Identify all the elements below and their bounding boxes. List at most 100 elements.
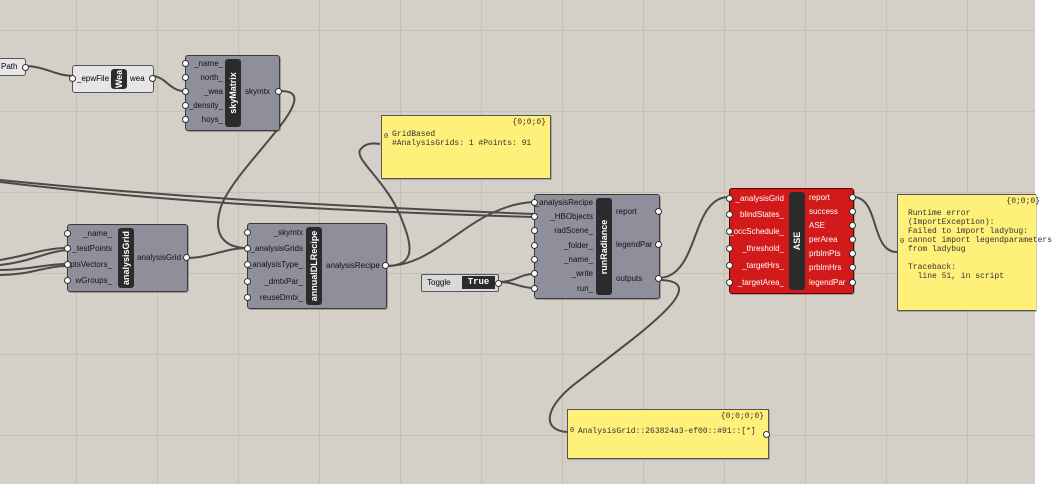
skymatrix-input-4: hoys_ (201, 115, 223, 124)
path-param-output-grip[interactable] (22, 64, 29, 71)
toggle-value[interactable]: True (462, 276, 495, 289)
ase-input-0: _analysisGrid (735, 194, 784, 203)
ase-input-grip-3[interactable] (726, 245, 733, 252)
runradiance-component[interactable]: _analysisRecipe _HBObjects radScene_ _fo… (531, 194, 662, 299)
ase-output-6: legendPar (809, 278, 846, 287)
ase-output-grip-4[interactable] (849, 250, 856, 257)
ase-input-2: _occSchedule_ (729, 227, 784, 236)
runradiance-output-grip-2[interactable] (655, 275, 662, 282)
recipe-input-1: _analysisGrids (250, 244, 303, 253)
skymatrix-input-1: north_ (200, 73, 223, 82)
recipe-input-0: _skymtx (273, 228, 303, 237)
toggle-label: Toggle (427, 278, 451, 287)
ase-input-grip-4[interactable] (726, 262, 733, 269)
runradiance-input-grip-2[interactable] (531, 227, 538, 234)
ase-output-5: prblmHrs (809, 263, 842, 272)
panel-analysisgrid[interactable]: {0;0;0;0} 0 AnalysisGrid::263824a3-ef00:… (567, 409, 770, 459)
recipe-input-grip-4[interactable] (244, 294, 251, 301)
ase-input-grip-2[interactable] (726, 228, 733, 235)
ase-input-1: blindStates_ (739, 210, 784, 219)
panel-analysisgrid-output-grip[interactable] (763, 431, 770, 438)
runradiance-input-4: _name_ (564, 255, 593, 264)
ase-input-grip-1[interactable] (726, 211, 733, 218)
skymatrix-title: skyMatrix (228, 72, 238, 114)
recipe-input-grip-3[interactable] (244, 278, 251, 285)
analysisgrid-component[interactable]: _name_ _testPoints ptsVectors_ wGroups_ … (64, 224, 190, 292)
ase-output-grip-0[interactable] (849, 194, 856, 201)
runradiance-input-grip-4[interactable] (531, 256, 538, 263)
ase-title: ASE (792, 231, 802, 251)
analysisgrid-output-grip[interactable] (183, 254, 190, 261)
runradiance-input-grip-5[interactable] (531, 270, 538, 277)
panel-analysisgrid-index: 0 (570, 427, 575, 435)
ase-component[interactable]: _analysisGrid blindStates_ _occSchedule_… (726, 188, 856, 294)
recipe-title-bar: annualDLRecipe (306, 227, 322, 305)
runradiance-input-3: _folder_ (564, 241, 593, 250)
runradiance-output-grip-1[interactable] (655, 241, 662, 248)
panel-runtime-error[interactable]: {0;0;0} 0 Runtime error (ImportException… (897, 194, 1052, 311)
skymatrix-input-grip-0[interactable] (182, 60, 189, 67)
runradiance-output-grip-0[interactable] (655, 208, 662, 215)
recipe-input-grip-1[interactable] (244, 245, 251, 252)
ase-output-grip-3[interactable] (849, 236, 856, 243)
skymatrix-input-grip-4[interactable] (182, 116, 189, 123)
wea-output-label: wea (130, 74, 145, 83)
recipe-output-grip[interactable] (382, 262, 389, 269)
runradiance-output-1: legendPar (616, 240, 653, 249)
ase-output-0: report (809, 193, 830, 202)
runradiance-input-grip-1[interactable] (531, 213, 538, 220)
wea-output-grip[interactable] (149, 75, 156, 82)
analysisgrid-output-label: analysisGrid (137, 253, 182, 262)
skymatrix-component[interactable]: _name_ north_ _wea _density_ hoys_ skyMa… (182, 55, 282, 131)
ase-title-bar: ASE (789, 192, 805, 290)
wea-input-grip[interactable] (69, 75, 76, 82)
runradiance-input-grip-0[interactable] (531, 199, 538, 206)
analysisgrid-input-grip-2[interactable] (64, 261, 71, 268)
runradiance-input-6: run_ (576, 284, 593, 293)
recipe-input-grip-0[interactable] (244, 229, 251, 236)
skymatrix-input-grip-1[interactable] (182, 74, 189, 81)
skymatrix-title-bar: skyMatrix (225, 59, 241, 127)
analysisgrid-title-bar: analysisGrid (118, 228, 134, 288)
ase-output-grip-6[interactable] (849, 279, 856, 286)
runradiance-title-bar: runRadiance (596, 198, 612, 295)
path-param-label: Path (1, 62, 18, 71)
ase-output-1: success (809, 207, 838, 216)
skymatrix-input-grip-2[interactable] (182, 88, 189, 95)
panel-analysisgrid-text: AnalysisGrid::263824a3-ef00::#91::[*] (578, 427, 756, 436)
ase-output-grip-1[interactable] (849, 208, 856, 215)
analysisgrid-input-grip-1[interactable] (64, 245, 71, 252)
analysisgrid-title: analysisGrid (121, 230, 131, 286)
runradiance-input-grip-6[interactable] (531, 285, 538, 292)
analysisgrid-input-grip-0[interactable] (64, 230, 71, 237)
recipe-input-2: _analysisType_ (247, 260, 303, 269)
ase-input-grip-5[interactable] (726, 279, 733, 286)
ase-output-4: prblmPts (809, 249, 841, 258)
analysisgrid-input-3: wGroups_ (75, 276, 112, 285)
ase-input-grip-0[interactable] (726, 195, 733, 202)
panel-error-index: 0 (900, 238, 905, 246)
skymatrix-output-grip[interactable] (275, 88, 282, 95)
analysisgrid-input-1: _testPoints (72, 244, 112, 253)
toggle-output-grip[interactable] (495, 280, 502, 287)
panel-error-text: Runtime error (ImportException): Failed … (908, 209, 1052, 281)
skymatrix-input-grip-3[interactable] (182, 102, 189, 109)
wea-title-bar: Wea (111, 69, 127, 89)
boolean-toggle[interactable]: Toggle True (421, 274, 502, 292)
wea-title: Wea (114, 69, 124, 89)
wea-component[interactable]: _epwFile Wea wea (69, 65, 156, 93)
panel-gridbased[interactable]: {0;0;0} 0 GridBased #AnalysisGrids: 1 #P… (381, 115, 551, 179)
ase-output-grip-2[interactable] (849, 222, 856, 229)
ase-input-5: _targetArea_ (737, 278, 784, 287)
panel-gridbased-text: GridBased #AnalysisGrids: 1 #Points: 91 (392, 130, 532, 148)
ase-output-3: perArea (809, 235, 838, 244)
runradiance-output-0: report (616, 207, 637, 216)
analysisgrid-input-2: ptsVectors_ (70, 260, 112, 269)
analysisgrid-input-grip-3[interactable] (64, 277, 71, 284)
recipe-component[interactable]: _skymtx _analysisGrids _analysisType_ _d… (244, 223, 389, 309)
runradiance-input-grip-3[interactable] (531, 242, 538, 249)
skymatrix-input-3: _density_ (188, 101, 223, 110)
ase-output-grip-5[interactable] (849, 264, 856, 271)
path-param[interactable]: Path (0, 58, 29, 76)
recipe-input-grip-2[interactable] (244, 261, 251, 268)
